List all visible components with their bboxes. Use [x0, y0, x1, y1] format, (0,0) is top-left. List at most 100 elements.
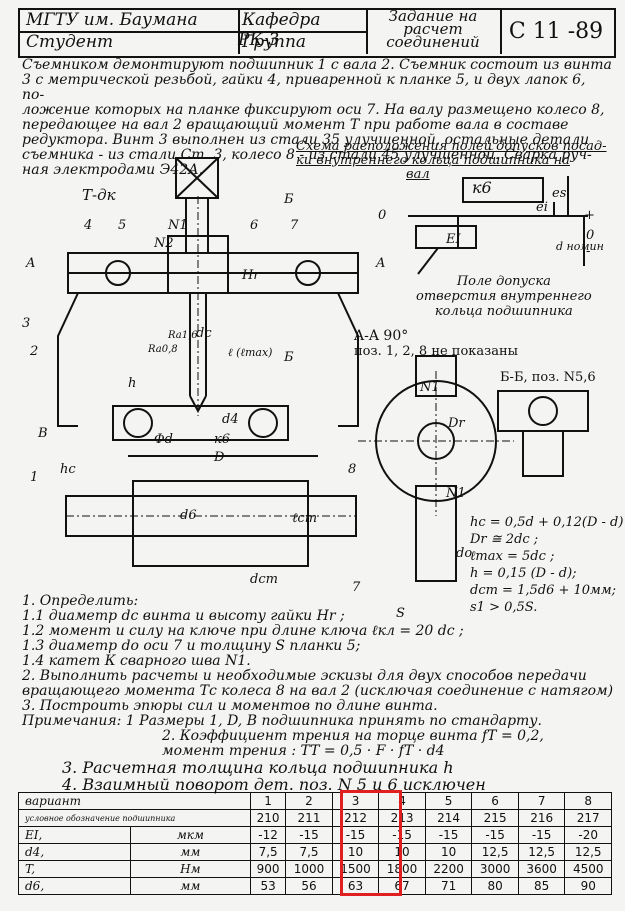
- table-cell: 12,5: [564, 843, 612, 861]
- description-line: Съемником демонтируют подшипник 1 с вала…: [22, 57, 612, 73]
- t-dk-label: Т-дк: [82, 186, 116, 204]
- note-line: Примечания: 1 Размеры 1, D, B подшипника…: [22, 713, 542, 729]
- table-cell: 71: [424, 877, 473, 895]
- department-name: Кафедра РК-3: [238, 10, 321, 50]
- note-line: 1. Определить:: [22, 593, 139, 609]
- task-title-line-3: соединений: [386, 33, 480, 51]
- do-label: do: [456, 546, 473, 561]
- description-line: передающее на вал 2 вращающий момент T п…: [22, 117, 569, 133]
- zero-label-left: 0: [378, 208, 387, 223]
- table-row: d6, мм 53 56 63 67 71 80 85 90: [18, 877, 612, 895]
- row-label: T,: [18, 860, 131, 878]
- hc-label: hc: [60, 462, 76, 477]
- section-aa-title: A-A 90°: [354, 328, 408, 344]
- row-unit: мм: [129, 877, 251, 895]
- d4-label: d4: [222, 412, 239, 427]
- n2-label: N2: [154, 236, 174, 251]
- table-cell: 53: [249, 877, 287, 895]
- lcm-label: ℓcm: [292, 511, 318, 526]
- table-row: T, Нм 900 1000 1500 1800 2200 3000 3600 …: [18, 860, 612, 878]
- minus-label: -: [586, 244, 591, 259]
- k6-fit-label: к6: [214, 432, 231, 447]
- note-line: 4. Взаимный поворот дет. поз. N 5 и 6 ис…: [62, 775, 486, 794]
- row-label: d4,: [18, 843, 131, 861]
- note-line: момент трения : TT = 0,5 · F · fT · d4: [162, 743, 445, 759]
- ei-label: ei: [536, 200, 548, 215]
- row-unit: мкм: [129, 826, 251, 844]
- table-cell: 10: [424, 843, 473, 861]
- part-number-3: 3: [22, 316, 31, 331]
- section-a-left: A: [26, 256, 36, 271]
- task-code: С 11 -89: [508, 19, 604, 44]
- note-line: 1.4 катет К сварного шва N1.: [22, 653, 251, 669]
- rotation-angle: 90°: [383, 328, 409, 344]
- table-cell: 90: [564, 877, 612, 895]
- s-label: S: [396, 606, 405, 621]
- part-number-7-bottom: 7: [352, 580, 361, 595]
- variant-column: 7: [517, 792, 566, 810]
- table-header-row: вариант 1 2 3 4 5 6 7 8: [18, 792, 612, 810]
- description-line: редуктора. Винт 3 выполнен из стали 35 у…: [22, 132, 590, 148]
- section-a-right: A: [376, 256, 386, 271]
- description-line: ложение которых на планке фиксируют оси …: [22, 102, 605, 118]
- EI-label: EI: [446, 232, 461, 247]
- variant-header: вариант: [18, 792, 251, 810]
- table-cell: 7,5: [249, 843, 287, 861]
- student-cell: Студент: [20, 32, 240, 54]
- note-line: 1.3 диаметр do оси 7 и толщину S планки …: [22, 638, 361, 654]
- plus-label: +: [584, 208, 595, 223]
- section-bb-title: Б-Б, поз. N5,6: [500, 370, 596, 385]
- table-cell: 217: [564, 809, 612, 827]
- tolerance-scheme-title: Схема расположения полей допусков посад-…: [296, 140, 607, 182]
- part-number-5: 5: [118, 218, 127, 233]
- section-b-top: Б: [284, 192, 294, 207]
- table-row: условное обозначение подшипника 210 211 …: [18, 809, 612, 827]
- table-cell: 63: [331, 877, 380, 895]
- zero-label-right: 0: [586, 228, 595, 243]
- part-number-6: 6: [250, 218, 259, 233]
- instructions-block: 1. Определить: 1.1 диаметр dc винта и вы…: [22, 593, 614, 794]
- section-b-bottom: Б: [284, 350, 294, 365]
- row-label: EI,: [18, 826, 131, 844]
- task-title-line-1: Задание на: [388, 7, 478, 25]
- formula-dcm: dcm = 1,5d6 + 10мм;: [470, 583, 616, 598]
- description-line: ная электродами Э42А.: [22, 162, 204, 178]
- k6-label: к6: [472, 178, 492, 197]
- header-divider: [20, 31, 366, 33]
- formula-h: h = 0,15 (D - d);: [470, 566, 577, 581]
- variant-column: 6: [471, 792, 519, 810]
- part-number-8: 8: [348, 462, 357, 477]
- roughness-08: Ra0,8: [148, 344, 178, 355]
- part-number-7: 7: [290, 218, 299, 233]
- part-number-4: 4: [84, 218, 93, 233]
- dc-label: dc: [196, 326, 212, 341]
- task-title-line-2: расчет: [403, 20, 463, 38]
- note-line: 3. Расчетная толщина кольца подшипника h: [62, 758, 454, 777]
- table-cell: 3600: [517, 860, 566, 878]
- note-line: 1.2 момент и силу на ключе при длине клю…: [22, 623, 464, 639]
- es-label: es: [552, 186, 567, 201]
- scheme-title-line-2: ки внутреннего кольца подшипника на: [296, 153, 570, 168]
- student-label: Студент: [26, 32, 114, 52]
- table-row: d4, мм 7,5 7,5 10 10 10 12,5 12,5 12,5: [18, 843, 612, 861]
- table-cell: 1500: [331, 860, 380, 878]
- note-line: вращающего момента Тс колеса 8 на вал 2 …: [22, 683, 614, 699]
- table-cell: 2200: [424, 860, 473, 878]
- table-cell: 4500: [564, 860, 612, 878]
- formula-s1: s1 > 0,5S.: [470, 600, 538, 615]
- table-cell: -15: [517, 826, 566, 844]
- d-nominal-label: d номин: [556, 240, 604, 253]
- scheme-title-line-3: вал: [406, 167, 430, 182]
- department-cell: Кафедра РК-3: [238, 10, 368, 50]
- part-number-1: 1: [30, 470, 39, 485]
- table-cell: 215: [471, 809, 519, 827]
- field-caption-line-2: отверстия внутреннего: [416, 289, 592, 304]
- table-row: EI, мкм -12 -15 -15 -15 -15 -15 -15 -20: [18, 826, 612, 844]
- roughness-16: Ra1,6: [168, 330, 198, 341]
- table-cell: 210: [249, 809, 287, 827]
- h-label: h: [128, 376, 137, 391]
- n1-label-lower: N1: [446, 486, 466, 501]
- section-aa-name: A-A: [354, 328, 379, 344]
- note-line: 2. Коэффициент трения на торце винта fT …: [162, 728, 544, 744]
- phid-label: Φd: [154, 432, 173, 447]
